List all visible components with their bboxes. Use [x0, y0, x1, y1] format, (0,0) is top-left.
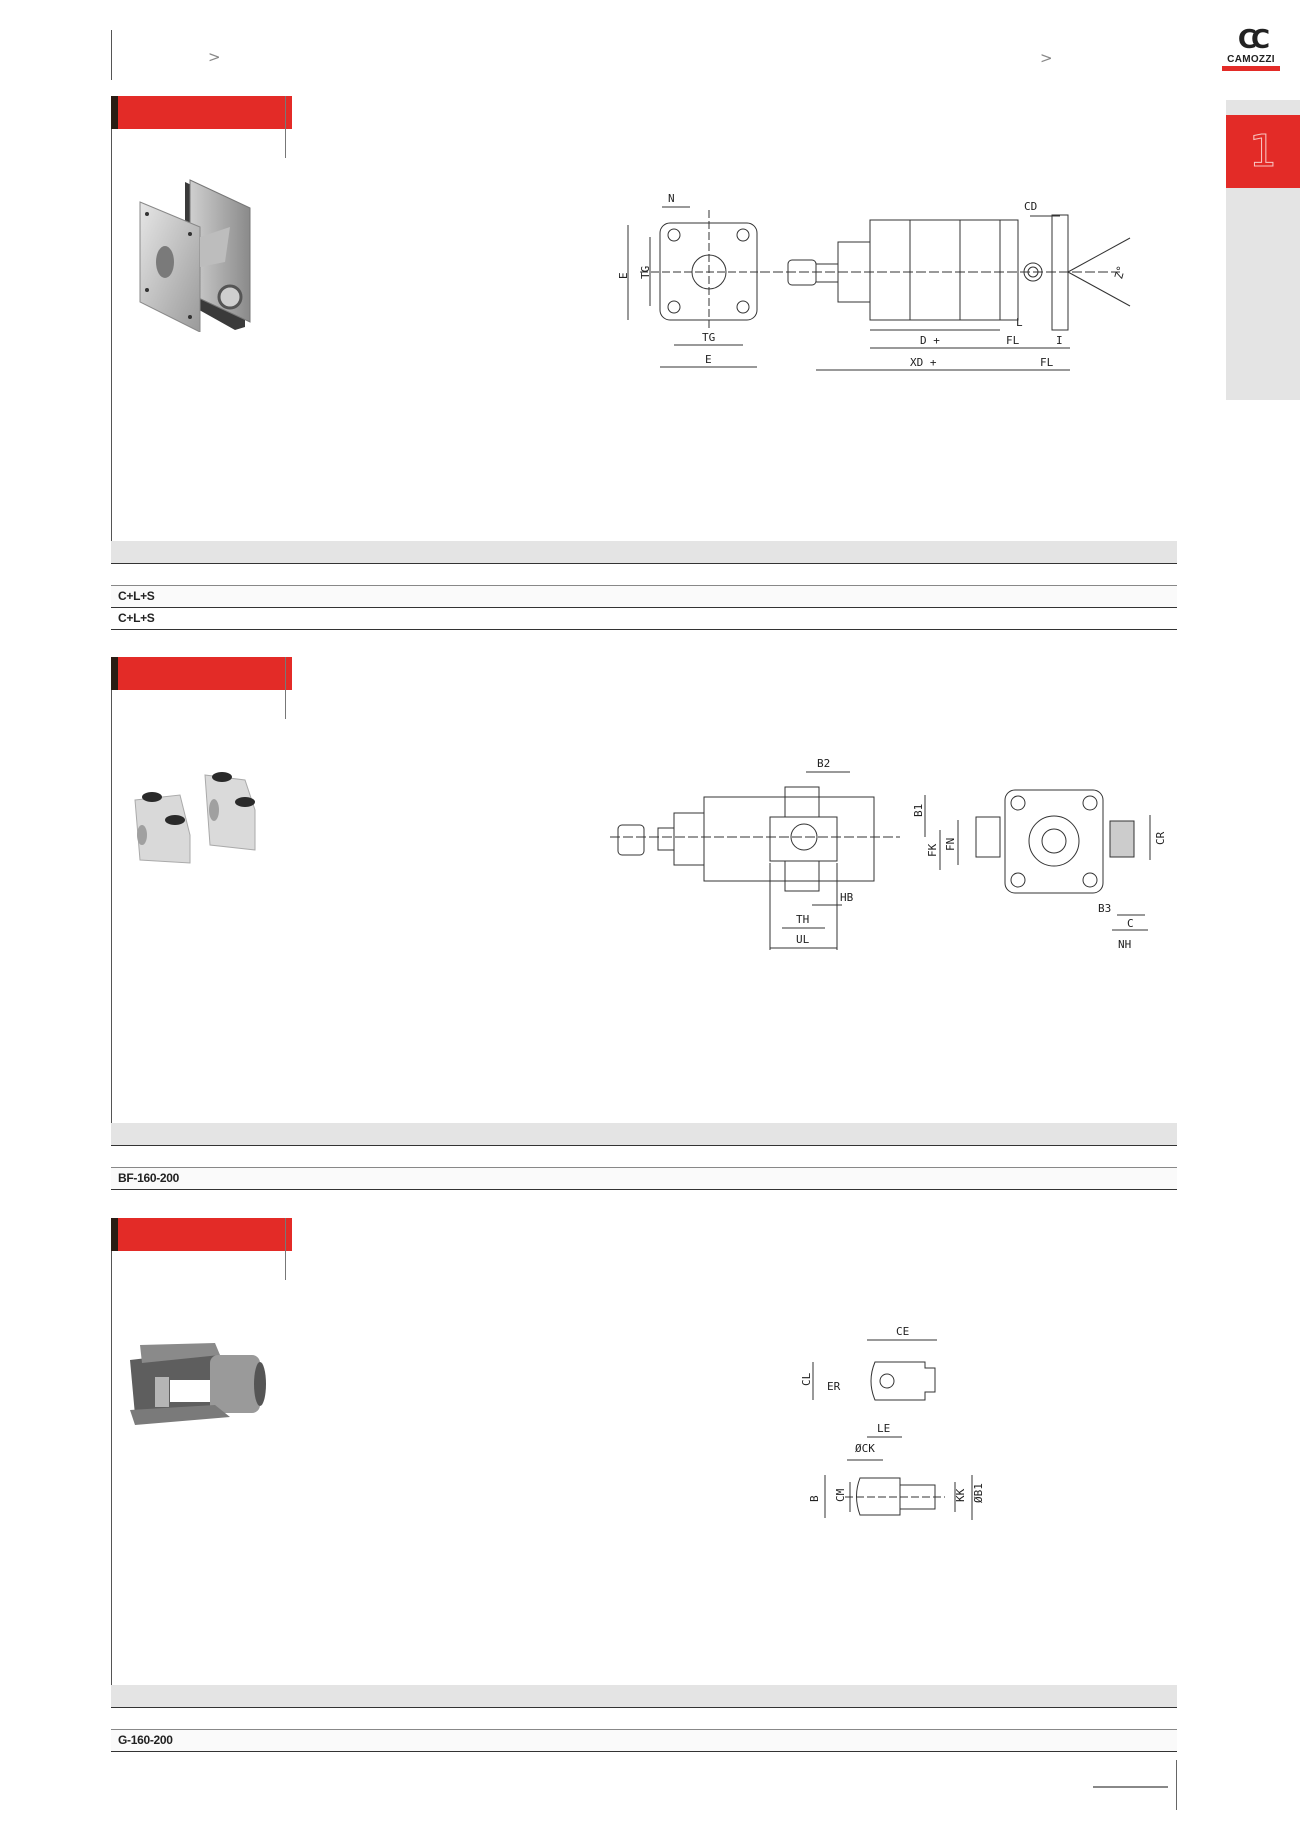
- svg-text:E: E: [705, 353, 712, 366]
- section-header-right-border: [285, 1218, 286, 1280]
- svg-text:Z°: Z°: [1112, 264, 1128, 280]
- footer-divider: [1176, 1760, 1177, 1810]
- rear-hinge-bracket-photo: [130, 172, 260, 333]
- table-bottom-border: [111, 1189, 1177, 1190]
- table-header: [111, 541, 1177, 563]
- table-bottom-border: [111, 1751, 1177, 1752]
- table-header: [111, 1123, 1177, 1145]
- svg-text:N: N: [668, 192, 675, 205]
- svg-text:E: E: [617, 272, 630, 279]
- section-header-trunnion-block: [111, 657, 292, 690]
- header-divider: [111, 30, 112, 80]
- table-row: G-160-200: [111, 1729, 1177, 1751]
- svg-text:KK: KK: [954, 1488, 967, 1502]
- section-header-rear-hinge: [111, 96, 292, 129]
- svg-text:HB: HB: [840, 891, 854, 904]
- section-frame-left: [111, 129, 112, 629]
- rod-clevis-table: G-160-200: [111, 1685, 1177, 1752]
- svg-text:TG: TG: [639, 266, 652, 279]
- svg-text:TG: TG: [702, 331, 715, 344]
- section-header-right-border: [285, 96, 286, 158]
- svg-text:CD: CD: [1024, 200, 1037, 213]
- svg-text:NH: NH: [1118, 938, 1131, 951]
- brand-underline: [1222, 66, 1280, 71]
- svg-text:ØB1: ØB1: [972, 1483, 985, 1503]
- table-row: C+L+S: [111, 607, 1177, 629]
- page-number-underline: [1093, 1786, 1168, 1788]
- svg-text:B3: B3: [1098, 902, 1111, 915]
- rod-clevis-photo: [120, 1335, 270, 1430]
- section-header-rod-clevis: [111, 1218, 292, 1251]
- svg-text:FK: FK: [926, 843, 939, 857]
- svg-text:B1: B1: [912, 804, 925, 817]
- table-row: [111, 1145, 1177, 1167]
- svg-text:XD +: XD +: [910, 356, 937, 369]
- svg-text:D +: D +: [920, 334, 940, 347]
- brand-name: CAMOZZI: [1227, 54, 1275, 65]
- svg-text:B2: B2: [817, 757, 830, 770]
- rear-hinge-technical-drawing: N E TG TG E CD Z° L D + FL I XD + FL: [600, 180, 1160, 400]
- table-bottom-border: [111, 629, 1177, 630]
- svg-text:L: L: [1016, 316, 1023, 329]
- section-frame-left: [111, 1251, 112, 1751]
- trunnion-block-pair-photo: [130, 765, 265, 865]
- chapter-number: 1: [1226, 115, 1300, 188]
- svg-text:UL: UL: [796, 933, 810, 946]
- svg-text:FL: FL: [1006, 334, 1020, 347]
- svg-text:I: I: [1056, 334, 1063, 347]
- svg-text:TH: TH: [796, 913, 809, 926]
- section-frame-left: [111, 690, 112, 1190]
- table-row: [111, 1707, 1177, 1729]
- table-header: [111, 1685, 1177, 1707]
- table-row: BF-160-200: [111, 1167, 1177, 1189]
- breadcrumb-separator-left: >: [208, 48, 221, 66]
- section-header-right-border: [285, 657, 286, 719]
- table-row: [111, 563, 1177, 585]
- breadcrumb-separator-right: >: [1040, 49, 1053, 67]
- camozzi-logo: CC CAMOZZI: [1222, 25, 1280, 71]
- trunnion-block-table: BF-160-200: [111, 1123, 1177, 1190]
- svg-text:CE: CE: [896, 1325, 909, 1338]
- table-row: C+L+S: [111, 585, 1177, 607]
- svg-text:CR: CR: [1154, 831, 1167, 845]
- svg-text:FN: FN: [944, 838, 957, 851]
- svg-text:ER: ER: [827, 1380, 841, 1393]
- rear-hinge-table: C+L+S C+L+S: [111, 541, 1177, 630]
- svg-text:FL: FL: [1040, 356, 1054, 369]
- svg-text:CL: CL: [800, 1372, 813, 1386]
- chapter-tab[interactable]: 1: [1226, 0, 1300, 400]
- svg-text:LE: LE: [877, 1422, 890, 1435]
- camozzi-logo-mark-icon: CC: [1237, 25, 1270, 55]
- rod-clevis-technical-drawing: CE CL ER LE ØCK B CM KK ØB1: [775, 1310, 995, 1540]
- svg-text:B: B: [808, 1495, 821, 1502]
- svg-text:CM: CM: [834, 1488, 847, 1502]
- svg-text:ØCK: ØCK: [855, 1442, 875, 1455]
- trunnion-block-technical-drawing: B2 B1 FK FN HB TH UL CR B3 C NH: [600, 745, 1180, 955]
- svg-text:C: C: [1127, 917, 1134, 930]
